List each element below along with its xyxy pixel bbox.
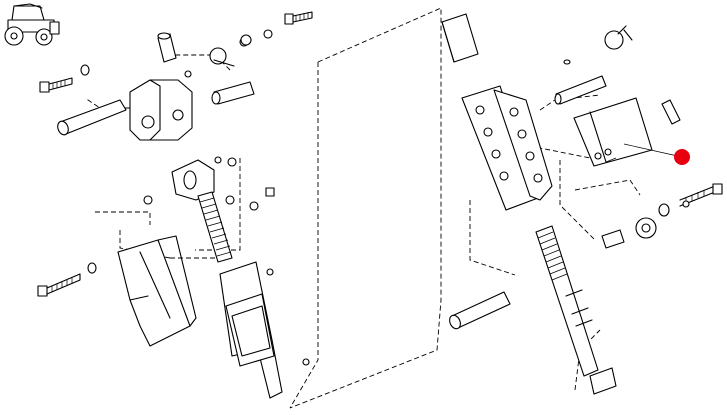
- turnbuckle-body: [219, 261, 283, 399]
- eye-bolt: [171, 159, 233, 263]
- bolt-top: [284, 11, 313, 25]
- pin-right: [211, 81, 255, 105]
- key-piece: [661, 99, 681, 125]
- block-top: [441, 13, 479, 63]
- support-plate: [117, 235, 197, 347]
- pin-long-left: [57, 99, 127, 136]
- tractor-icon: [4, 3, 60, 46]
- retainer-pin-right: [601, 217, 657, 249]
- pin-mid-right: [554, 75, 607, 105]
- adjusting-plates: [461, 85, 553, 211]
- assembly-lines: [84, 7, 641, 409]
- leader-line: [623, 143, 683, 158]
- bolt-left: [39, 77, 73, 93]
- lynch-pin: [604, 25, 633, 50]
- washers-nuts: [80, 29, 690, 366]
- part-hotspot-dot[interactable]: [674, 149, 690, 165]
- clevis-bracket: [129, 79, 193, 141]
- pin-long-bottom: [449, 291, 511, 330]
- bolt-bottom-left: [37, 273, 81, 297]
- pin-short-top: [157, 32, 177, 63]
- threaded-rod: [535, 225, 617, 395]
- bracket-block: [573, 97, 653, 167]
